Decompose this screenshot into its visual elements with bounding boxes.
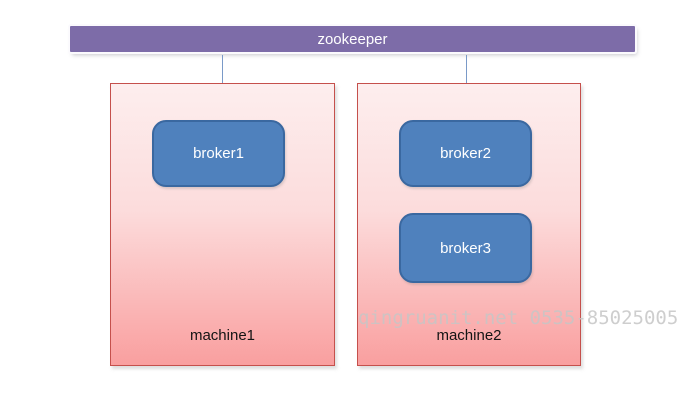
broker2-node: broker2 (399, 120, 532, 187)
machine2-label: machine2 (436, 327, 502, 344)
machine2-box: broker2 broker3 machine2 (357, 83, 581, 366)
machine1-box: broker1 machine1 (110, 83, 335, 366)
machine1-label: machine1 (189, 327, 256, 344)
connector-line-machine1 (222, 55, 223, 84)
broker2-label: broker2 (440, 145, 491, 162)
zookeeper-node: zookeeper (70, 26, 635, 52)
connector-line-machine2 (466, 55, 467, 84)
zookeeper-label: zookeeper (317, 30, 388, 48)
broker1-label: broker1 (193, 145, 244, 162)
broker3-label: broker3 (440, 239, 491, 257)
broker1-node: broker1 (152, 120, 285, 187)
broker3-node: broker3 (399, 213, 532, 283)
